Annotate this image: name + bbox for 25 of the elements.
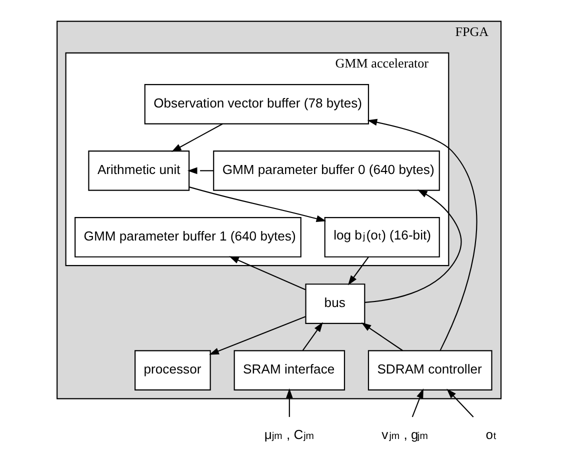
node-text: ot [485,427,496,442]
arrow [188,186,326,222]
arrow [364,190,462,303]
node-box: log bj(ot) (16-bit) [324,217,440,258]
arrow [170,123,222,152]
node-box: GMM parameter buffer 1 (640 bytes) [74,217,301,258]
node-text: μjm , Cjm [264,427,314,442]
arrow [228,256,306,290]
arrow [366,118,477,351]
node-box: Observation vector buffer (78 bytes) [144,84,369,124]
arrow [446,388,474,418]
node-box: GMM parameter buffer 0 (640 bytes) [212,150,440,191]
arrow [360,322,403,352]
arrow [186,167,214,174]
node-box: SDRAM controller [367,350,492,390]
node-box: Arithmetic unit [88,150,190,191]
arrow [208,316,306,355]
node-box: bus [304,284,365,324]
node-text: vjm , gjm [381,427,428,442]
arrow [285,388,292,417]
node-box: SRAM interface [233,350,345,390]
arrow [347,256,368,286]
node-box: processor [134,350,210,390]
arrow [411,388,423,418]
arrow [302,322,322,351]
